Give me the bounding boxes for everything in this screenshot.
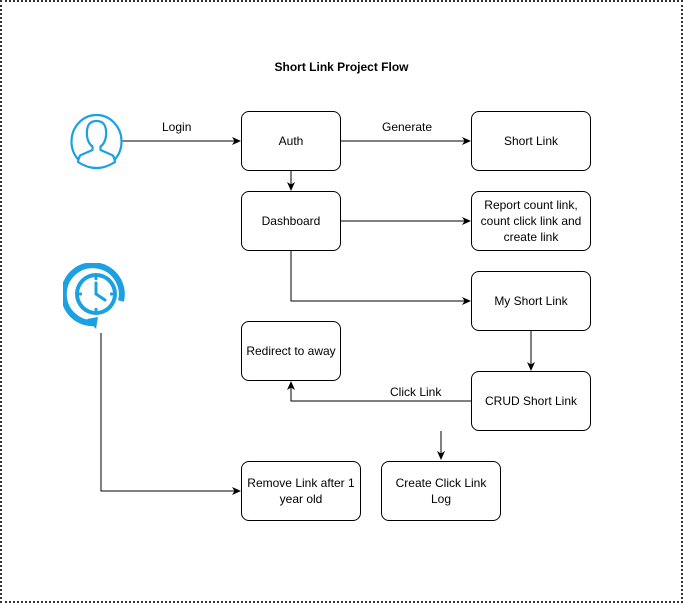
diagram-title: Short Link Project Flow <box>274 60 409 74</box>
node-my-short-link[interactable]: My Short Link <box>471 271 591 331</box>
edge-click-link <box>287 381 471 402</box>
edge-label-login: Login <box>162 120 192 134</box>
edge-label-click-link: Click Link <box>390 385 442 399</box>
edge-label-generate: Generate <box>382 120 433 134</box>
node-short-link[interactable]: Short Link <box>471 111 591 171</box>
node-dashboard[interactable]: Dashboard <box>241 191 341 251</box>
user-icon <box>70 113 123 170</box>
edge-dashboard-my-short-link <box>290 251 471 305</box>
node-remove-link[interactable]: Remove Link after 1 year old <box>241 461 361 521</box>
node-report[interactable]: Report count link, count click link and … <box>471 191 591 251</box>
node-redirect[interactable]: Redirect to away <box>241 321 341 381</box>
node-click-log[interactable]: Create Click Link Log <box>381 461 501 521</box>
node-crud-short-link[interactable]: CRUD Short Link <box>471 371 591 431</box>
node-auth[interactable]: Auth <box>241 111 341 171</box>
edge-scheduler-remove-link <box>100 333 241 495</box>
clock-icon <box>63 263 125 329</box>
